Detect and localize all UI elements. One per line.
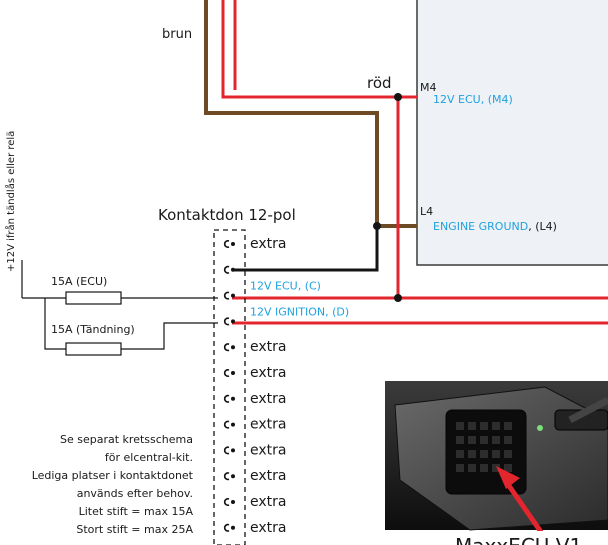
supply-label: +12V ifrån tändlås eller relä <box>4 131 17 272</box>
connector-pin-label: extra <box>250 365 286 381</box>
pin-contact-icon <box>231 525 235 530</box>
connector-pin-label: extra <box>250 417 286 433</box>
ecu-pin-l4: L4 <box>420 205 433 218</box>
pin-contact-icon <box>231 500 235 504</box>
connector-pin-label: extra <box>250 339 286 355</box>
pin-socket-icon <box>223 446 230 455</box>
connector-pin <box>223 265 235 274</box>
connector-pin: extra <box>223 365 286 381</box>
connector-pin-label: extra <box>250 236 286 252</box>
connector-pin: extra <box>223 339 286 355</box>
pin-socket-icon <box>223 317 230 326</box>
connector-title: Kontaktdon 12-pol <box>158 206 296 224</box>
pin-socket-icon <box>223 420 230 429</box>
socket-pins <box>456 422 512 472</box>
connector-pin: extra <box>223 236 286 252</box>
note-line-4: används efter behov. <box>77 487 193 500</box>
pin-socket-icon <box>223 240 230 248</box>
junction-red-lower <box>394 294 402 302</box>
ecu-photo: MaxxECU V1 <box>385 381 608 545</box>
photo-caption: MaxxECU V1 <box>455 534 582 545</box>
ecu-pin-l4-desc: ENGINE GROUND, (L4) <box>433 220 557 233</box>
connector-pin-label: extra <box>250 442 286 458</box>
pin-socket-icon <box>223 369 230 377</box>
connector-pin-label: extra <box>250 494 286 510</box>
connector-pin-label: 12V ECU, (C) <box>250 280 321 293</box>
ecu-pin-m4: M4 <box>420 81 437 94</box>
note-line-6: Stort stift = max 25A <box>76 523 193 536</box>
pin-socket-icon <box>223 498 230 506</box>
connector-pin: 12V IGNITION, (D) <box>223 305 349 326</box>
fuse-ecu <box>65 291 122 305</box>
caption-mask <box>440 531 608 545</box>
red-wire-top <box>221 0 417 99</box>
fuse-ignition-label: 15A (Tändning) <box>51 323 135 336</box>
pin-contact-icon <box>231 319 235 324</box>
junction-brown <box>373 222 381 230</box>
black-wire <box>233 226 379 272</box>
connector-outline <box>213 229 246 545</box>
connector-pin-label: extra <box>250 468 286 484</box>
connector-pin-label: extra <box>250 520 286 536</box>
pin-contact-icon <box>231 293 235 298</box>
pin-contact-icon <box>231 267 235 272</box>
note-line-3: Lediga platser i kontaktdonet <box>32 469 194 482</box>
status-led <box>537 425 543 431</box>
ecu-box <box>416 0 608 266</box>
pin-socket-icon <box>223 523 230 532</box>
brown-wire-label: brun <box>162 27 192 42</box>
pin-socket-icon <box>223 291 230 300</box>
connector-pin: extra <box>223 417 286 433</box>
connector-pin: extra <box>223 391 286 407</box>
pin-socket-icon <box>223 394 230 403</box>
pin-contact-icon <box>231 371 235 375</box>
note-line-1: Se separat kretsschema <box>60 433 193 446</box>
note-line-5: Litet stift = max 15A <box>79 505 194 518</box>
pin-contact-icon <box>231 242 235 246</box>
pin-contact-icon <box>231 345 235 350</box>
connector-pin: 12V ECU, (C) <box>223 280 321 300</box>
fuse-ecu-label: 15A (ECU) <box>51 275 107 288</box>
ecu-pin-l4-desc-main: ENGINE GROUND <box>433 220 528 233</box>
connector-pin-label: extra <box>250 391 286 407</box>
connector-pin: extra <box>223 494 286 510</box>
pin-contact-icon <box>231 474 235 479</box>
pin-contact-icon <box>231 422 235 427</box>
connector-pin: extra <box>223 442 286 458</box>
connector-pins: extra 12V ECU, (C) 12V IGNITION, (D) extra e… <box>223 236 349 536</box>
note-line-2: för elcentral-kit. <box>105 451 193 464</box>
pin-socket-icon <box>223 265 230 274</box>
red-arrow-head <box>496 466 520 489</box>
notes-block: Se separat kretsschema för elcentral-kit… <box>32 433 194 536</box>
connector-pin-label: 12V IGNITION, (D) <box>250 305 349 318</box>
pin-contact-icon <box>231 396 235 401</box>
ecu-pin-l4-desc-suffix: , (L4) <box>528 220 557 233</box>
fuse-ignition <box>65 342 122 356</box>
usb-cable <box>568 396 608 424</box>
pin-socket-icon <box>223 472 230 481</box>
pin-contact-icon <box>231 448 235 453</box>
connector-pin: extra <box>223 520 286 536</box>
pin-socket-icon <box>223 343 230 352</box>
connector-pin: extra <box>223 468 286 484</box>
red-wire-label: röd <box>367 74 392 92</box>
ecu-pin-m4-desc: 12V ECU, (M4) <box>433 93 513 106</box>
brown-wire <box>204 0 417 228</box>
junction-red <box>394 93 402 101</box>
